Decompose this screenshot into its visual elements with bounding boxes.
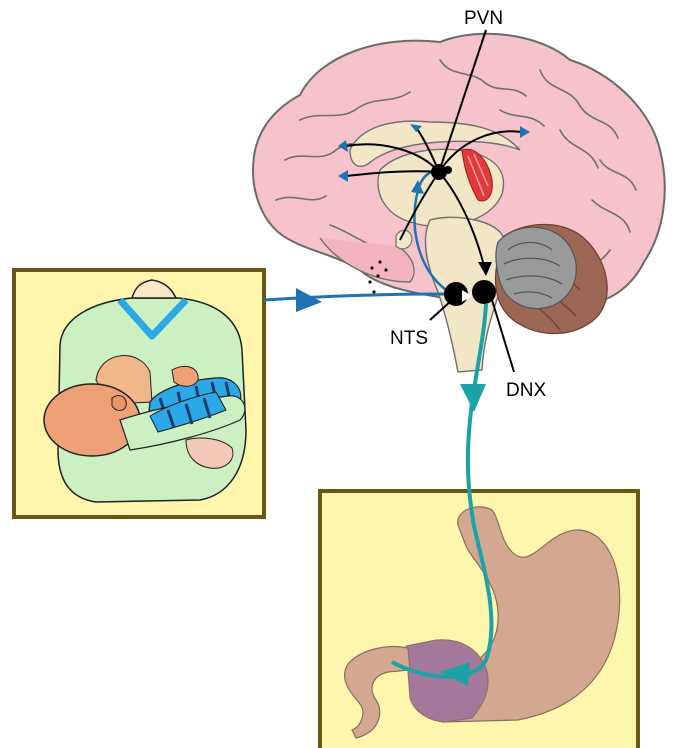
dnx-label: DNX	[506, 380, 546, 401]
stomach-panel	[320, 491, 638, 748]
afferent-line	[264, 294, 446, 300]
afferent-arrow-head	[296, 288, 322, 312]
nts-label: NTS	[390, 328, 428, 349]
pvn-label: PVN	[464, 8, 503, 29]
efferent-arrow-head-top	[460, 384, 486, 412]
breastfeeding-panel	[14, 270, 264, 517]
